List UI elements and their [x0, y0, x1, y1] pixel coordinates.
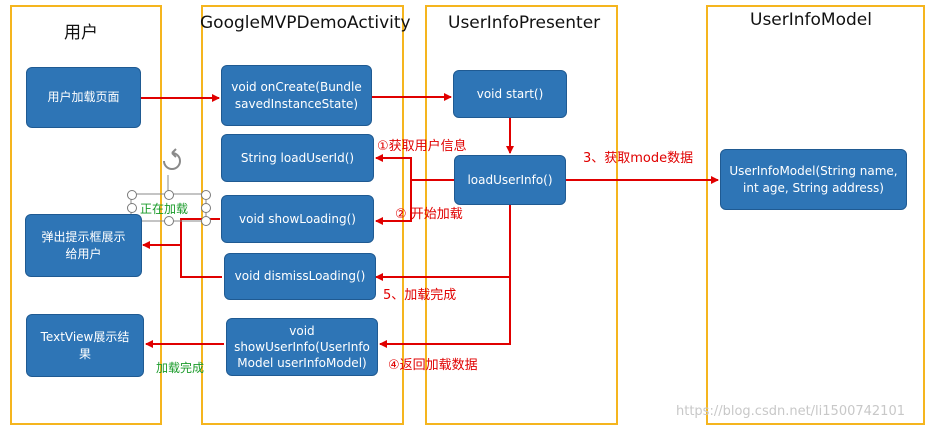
label-step2: ② 开始加载 — [395, 207, 463, 222]
box-textview-show-label: TextView展示结果 — [40, 330, 130, 361]
box-show-user-info[interactable]: void showUserInfo(UserInfo Model userInf… — [226, 318, 378, 376]
box-user-load-page[interactable]: 用户加载页面 — [26, 67, 141, 128]
rotate-handle-icon — [163, 148, 181, 170]
label-step4: ④返回加载数据 — [388, 358, 478, 373]
arrow-to-loaduserid — [375, 154, 454, 181]
lane-model — [706, 5, 925, 425]
box-load-user-id-label: String loadUserId() — [240, 150, 355, 165]
box-load-user-id[interactable]: String loadUserId() — [221, 134, 374, 182]
label-load-done: 加载完成 — [156, 361, 205, 375]
lane-title-model: UserInfoModel — [750, 10, 872, 30]
box-show-user-info-line3: Model userInfoModel) — [237, 356, 367, 371]
box-user-load-page-label: 用户加载页面 — [47, 90, 120, 105]
lane-user — [10, 5, 162, 425]
box-on-create-line2: savedInstanceState) — [234, 96, 359, 111]
handle-ml[interactable] — [127, 203, 137, 213]
lane-title-activity: GoogleMVPDemoActivity — [200, 13, 411, 33]
handle-bm[interactable] — [164, 216, 174, 226]
handle-mr[interactable] — [201, 203, 211, 213]
box-popup-show[interactable]: 弹出提示框展示给用户 — [25, 214, 142, 277]
label-loading: 正在加载 — [140, 202, 189, 216]
handle-tr[interactable] — [201, 190, 211, 200]
lane-activity — [201, 5, 404, 425]
arrow-to-showloading — [375, 180, 412, 225]
box-show-loading-label: void showLoading() — [239, 211, 356, 226]
label-step3: 3、获取mode数据 — [583, 151, 694, 166]
box-load-user-info-label: loadUserInfo() — [467, 172, 553, 187]
box-on-create[interactable]: void onCreate(Bundle savedInstanceState) — [221, 65, 372, 126]
lane-presenter — [425, 5, 618, 425]
label-step5: 5、加载完成 — [383, 288, 457, 303]
box-show-loading[interactable]: void showLoading() — [221, 195, 374, 243]
lane-title-presenter: UserInfoPresenter — [448, 13, 601, 33]
box-dismiss-loading[interactable]: void dismissLoading() — [224, 253, 376, 300]
handle-br[interactable] — [201, 216, 211, 226]
handle-tm[interactable] — [164, 190, 174, 200]
box-user-info-model-line1: UserInfoModel(String name, — [729, 164, 898, 179]
box-start[interactable]: void start() — [453, 70, 567, 118]
box-textview-show[interactable]: TextView展示结果 — [26, 314, 144, 377]
box-dismiss-loading-label: void dismissLoading() — [234, 269, 366, 284]
box-user-info-model-line2: int age, String address) — [743, 180, 884, 195]
arrow-dismissloading-to-popup — [180, 245, 222, 278]
label-step1: ①获取用户信息 — [377, 139, 467, 154]
box-show-user-info-line1: void — [289, 323, 315, 338]
box-popup-show-label: 弹出提示框展示给用户 — [41, 230, 126, 261]
arrow-to-showuserinfo — [379, 277, 511, 348]
handle-tl[interactable] — [127, 190, 137, 200]
box-show-user-info-line2: showUserInfo(UserInfo — [234, 339, 370, 354]
lane-title-user: 用户 — [64, 23, 98, 43]
box-on-create-line1: void onCreate(Bundle — [231, 80, 362, 95]
box-start-label: void start() — [476, 86, 544, 101]
box-load-user-info[interactable]: loadUserInfo() — [454, 155, 566, 205]
watermark: https://blog.csdn.net/li1500742101 — [676, 404, 905, 419]
arrow-showloading-to-popup — [142, 218, 220, 249]
box-user-info-model[interactable]: UserInfoModel(String name, int age, Stri… — [720, 149, 907, 210]
